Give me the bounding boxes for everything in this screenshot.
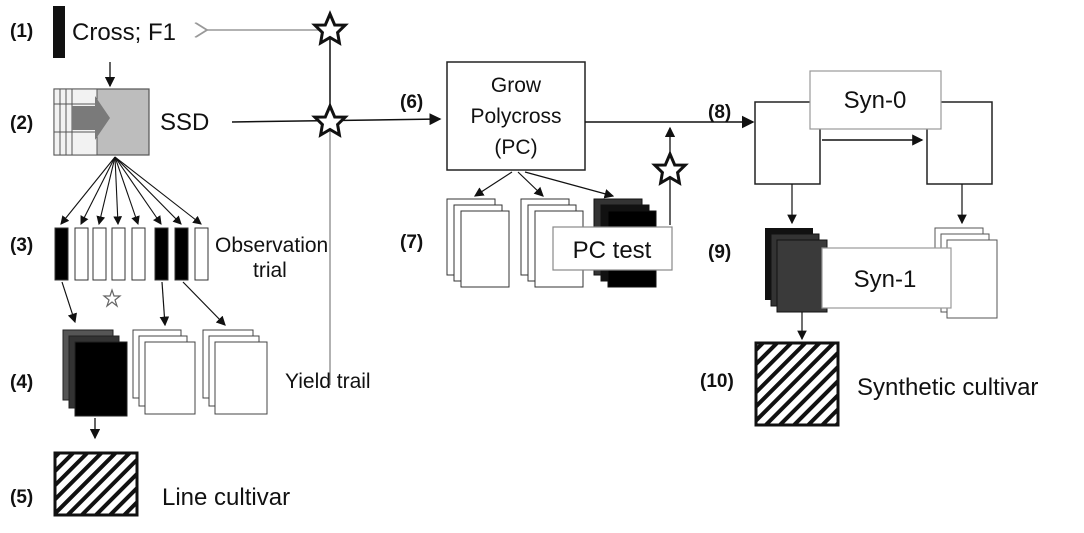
observation-line	[194, 227, 209, 281]
pc-test-text: PC test	[573, 237, 652, 264]
ssd-line-arrow	[114, 156, 202, 225]
selection-star-icon	[313, 12, 347, 45]
cross-f1-text: Cross; F1	[72, 19, 176, 46]
line-cultivar-text: Line cultivar	[162, 484, 290, 511]
synthetic-cultivar-box	[754, 341, 840, 427]
observation-line	[174, 227, 189, 281]
syn0-plot-left	[754, 101, 821, 185]
ssd-line-arrow	[114, 156, 162, 225]
observation-text: Observation	[215, 234, 328, 257]
ssd-line-arrow	[114, 156, 182, 225]
selection-star-icon	[653, 152, 687, 185]
ssd-line-arrow	[114, 156, 140, 226]
ssd-line-arrow	[80, 156, 116, 225]
ssd-line-arrow	[96, 156, 116, 226]
arrow	[473, 171, 513, 197]
synthetic-cultivar-text: Synthetic cultivar	[857, 374, 1038, 401]
ssd-block	[53, 88, 150, 156]
ssd-line-arrow	[60, 156, 116, 225]
f1-bar	[53, 6, 65, 58]
ssd-text: SSD	[160, 109, 209, 136]
grow-polycross-box	[446, 61, 586, 171]
line-cultivar-box	[53, 451, 139, 517]
step-label-3: (3)	[10, 235, 33, 256]
pc-text: (PC)	[494, 136, 537, 159]
step-label-9: (9)	[708, 242, 731, 263]
step-label-8: (8)	[708, 102, 731, 123]
pc-test-box	[552, 226, 673, 271]
step-label-4: (4)	[10, 372, 33, 393]
polycross-text: Polycross	[470, 105, 561, 128]
observation-line	[74, 227, 89, 281]
observation-line	[154, 227, 169, 281]
observation-trial-text: trial	[253, 259, 287, 282]
step-label-6: (6)	[400, 92, 423, 113]
step-label-5: (5)	[10, 487, 33, 508]
ssd-line-arrow	[113, 156, 123, 226]
step-label-10: (10)	[700, 371, 734, 392]
selection-star-icon	[313, 104, 347, 137]
step-label-2: (2)	[10, 113, 33, 134]
observation-line	[131, 227, 146, 281]
observation-line	[54, 227, 69, 281]
syn1-text: Syn-1	[854, 266, 917, 293]
observation-line	[111, 227, 126, 281]
observation-line	[92, 227, 107, 281]
step-label-1: (1)	[10, 21, 33, 42]
syn0-label-box	[809, 70, 942, 130]
syn0-text: Syn-0	[844, 87, 907, 114]
arrow	[517, 171, 544, 197]
arrow	[61, 281, 77, 324]
yield-trial-text: Yield trail	[285, 370, 371, 393]
grow-text: Grow	[491, 74, 542, 97]
step-label-7: (7)	[400, 232, 423, 253]
syn1-label-box	[821, 247, 952, 309]
observation-trial-lines	[54, 156, 209, 281]
arrow	[524, 171, 615, 199]
small-star-icon	[102, 288, 122, 308]
arrow	[182, 281, 226, 326]
arrow	[159, 281, 170, 327]
yield-trial-stacks	[62, 329, 268, 417]
